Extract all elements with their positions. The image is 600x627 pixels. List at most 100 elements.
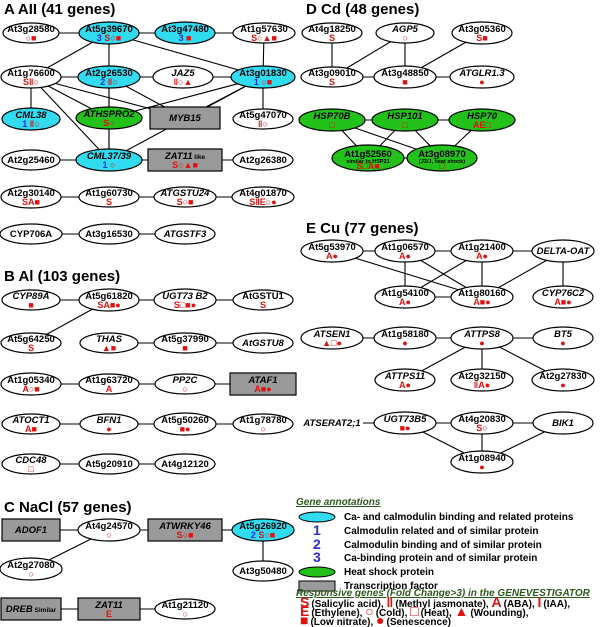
node-shape — [531, 368, 595, 392]
response-symbols: ● — [479, 462, 484, 472]
legend-item-text: Transcription factor — [344, 581, 438, 592]
response-symbols: 1 ‖○ — [22, 119, 39, 129]
node-shape — [0, 223, 63, 245]
gene-label: At4g24570 — [85, 521, 133, 532]
legend-item-text: Calmodulin binding and of similar protei… — [344, 540, 542, 551]
gene-label: ATSEN1 — [313, 329, 351, 340]
gene-node-a21: CYP706A — [0, 223, 63, 245]
gene-label: At1g78780 — [239, 415, 287, 426]
legend-number: 3 — [313, 549, 321, 565]
response-symbols: □ — [28, 464, 34, 474]
node-shape — [331, 144, 405, 172]
node-shape — [532, 326, 594, 350]
gene-node-b19: At4g12120 — [154, 453, 216, 475]
gene-node-e10: ATTPS8● — [450, 326, 514, 350]
response-symbols: ■ — [182, 343, 187, 353]
gene-node-a23: ATGSTF3 — [154, 223, 216, 245]
node-shape — [300, 326, 364, 350]
gene-label: At1g05340 — [7, 375, 55, 386]
gene-node-e11: BT5● — [532, 326, 594, 350]
node-shape — [153, 186, 217, 208]
response-symbols: S○ — [476, 423, 487, 433]
gene-label: At1g76600 — [7, 68, 55, 79]
node-shape — [75, 148, 143, 172]
gene-label: At2g30140 — [7, 188, 55, 199]
node-shape — [0, 372, 62, 396]
legend-item-text: Calmodulin related and of similar protei… — [344, 526, 538, 537]
response-symbols: ■● — [400, 423, 411, 433]
node-shape — [1, 107, 61, 131]
gene-label: At1g21120 — [161, 600, 208, 611]
gene-label: At4g01870 — [239, 188, 287, 199]
node-shape — [77, 518, 141, 542]
gene-node-e15: ATSERAT2;1 — [301, 412, 363, 434]
gene-label: At3g09010 — [308, 68, 356, 79]
gene-label: At1g06570 — [381, 242, 429, 253]
response-symbols: ▲■ — [102, 343, 116, 353]
node-shape — [77, 65, 141, 89]
response-symbols: ○ — [182, 384, 187, 394]
gene-label: At3g28580 — [7, 24, 55, 35]
node-shape — [147, 518, 223, 542]
gene-label: At1g52560 — [344, 149, 392, 160]
response-symbols: ○ — [182, 609, 187, 619]
panel-title-c: C NaCl (57 genes) — [4, 499, 132, 516]
node-shape — [373, 65, 437, 89]
gene-node-d11: At3g08970(J3/J, heat shock)□ — [406, 144, 478, 172]
response-symbols: A● — [326, 251, 338, 261]
node-shape — [375, 22, 435, 44]
gene-node-b1: CYP89A■ — [1, 289, 61, 311]
gene-label: At5g26920 — [239, 521, 287, 532]
gene-node-e9: At1g58180● — [373, 326, 437, 350]
node-shape — [1, 518, 61, 542]
legend-item-text: Ca- and calmodulin binding and related p… — [344, 512, 574, 523]
legend-green-swatch — [298, 566, 336, 578]
node-shape — [450, 411, 514, 435]
response-symbols: ■ — [402, 77, 407, 87]
response-symbols: S — [329, 33, 335, 43]
response-symbols: ● — [402, 338, 407, 348]
node-shape — [232, 22, 296, 44]
response-symbols: 2 ‖○ — [100, 77, 117, 87]
gene-label: CML38 — [15, 110, 47, 121]
gene-label: HSP101 — [387, 111, 422, 122]
node-shape — [374, 239, 436, 263]
legend-number: 1 — [313, 522, 321, 538]
gene-node-d5: At3g48850■ — [373, 65, 437, 89]
gene-node-b17: CDC48□ — [1, 453, 61, 475]
node-shape — [531, 239, 595, 263]
node-shape — [149, 106, 221, 130]
gene-label: At4g12120 — [161, 459, 209, 470]
response-symbols: S — [28, 343, 34, 353]
response-symbols: ● — [479, 338, 484, 348]
response-symbols: S‖○ — [23, 77, 39, 87]
gene-label: At3g08970 — [418, 149, 466, 160]
response-symbols: S — [106, 197, 112, 207]
gene-node-b6: THAS▲■ — [79, 332, 139, 354]
node-shape — [373, 411, 437, 435]
node-shape — [371, 108, 439, 132]
response-symbols: A● — [399, 297, 411, 307]
response-symbols: SA■ — [22, 197, 40, 207]
response-symbols: S□■● — [174, 300, 196, 310]
gene-label: At5g39670 — [85, 24, 133, 35]
node-shape — [374, 285, 436, 309]
gene-node-e4: DELTA-OAT — [531, 239, 595, 263]
gene-label: At2g27080 — [7, 560, 55, 571]
gene-label: AGP5 — [391, 24, 419, 35]
response-symbols: ● — [560, 338, 565, 348]
response-symbols: ○ — [28, 569, 33, 579]
gene-label: At3g48850 — [381, 68, 429, 79]
response-symbols: S○ — [103, 118, 114, 128]
